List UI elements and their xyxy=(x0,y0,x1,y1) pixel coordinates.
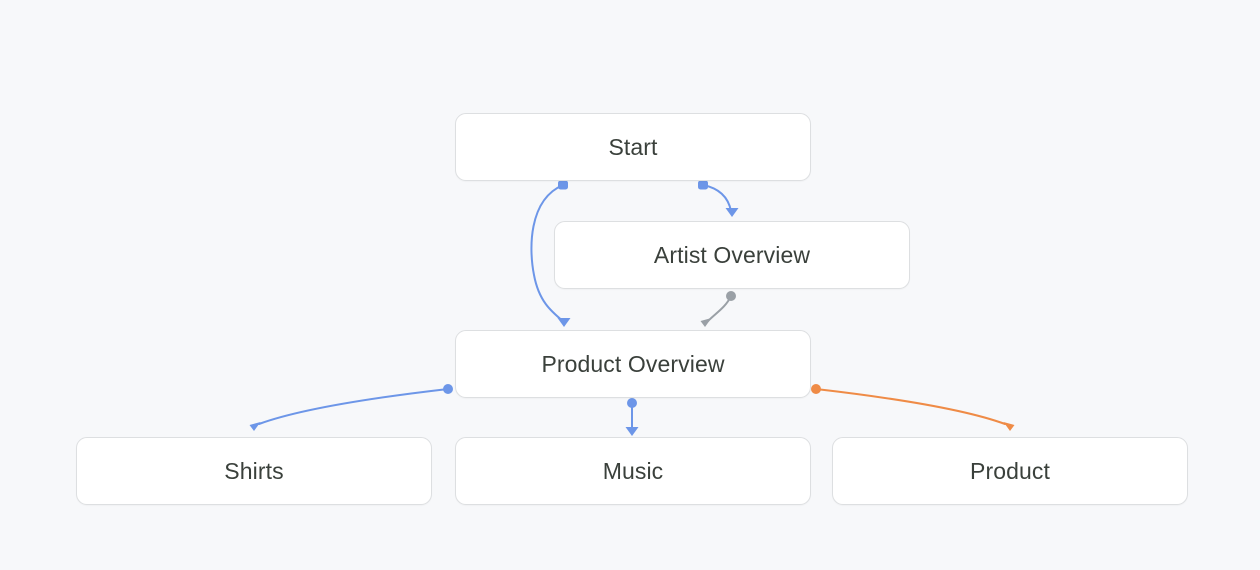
edge-source-handle[interactable] xyxy=(558,180,568,190)
edge-source-handle[interactable] xyxy=(811,384,821,394)
edge-source-handle[interactable] xyxy=(698,180,708,190)
edge-artist-overview-to-product-overview[interactable] xyxy=(700,291,737,327)
edge-source-handle[interactable] xyxy=(726,291,736,301)
edge-path xyxy=(702,184,732,212)
node-label: Artist Overview xyxy=(653,241,811,268)
node-label: Product Overview xyxy=(541,350,725,377)
edge-path xyxy=(707,295,732,322)
edge-product-overview-to-product[interactable] xyxy=(811,384,1015,431)
edge-path xyxy=(815,388,1006,425)
node-shirts[interactable]: Shirts xyxy=(76,437,432,505)
node-label: Music xyxy=(602,457,664,484)
edge-path xyxy=(258,388,449,425)
node-label: Product xyxy=(970,457,1050,484)
node-product[interactable]: Product xyxy=(832,437,1188,505)
edge-source-handle[interactable] xyxy=(443,384,453,394)
node-music[interactable]: Music xyxy=(455,437,811,505)
edge-start-to-artist-overview[interactable] xyxy=(698,180,739,218)
node-product-overview[interactable]: Product Overview xyxy=(455,330,811,398)
node-label: Start xyxy=(608,133,658,160)
node-artist-overview[interactable]: Artist Overview xyxy=(554,221,910,289)
edge-product-overview-to-music[interactable] xyxy=(625,398,639,436)
node-start[interactable]: Start xyxy=(455,113,811,181)
edge-product-overview-to-shirts[interactable] xyxy=(249,384,454,431)
node-label: Shirts xyxy=(224,457,284,484)
edge-source-handle[interactable] xyxy=(627,398,637,408)
